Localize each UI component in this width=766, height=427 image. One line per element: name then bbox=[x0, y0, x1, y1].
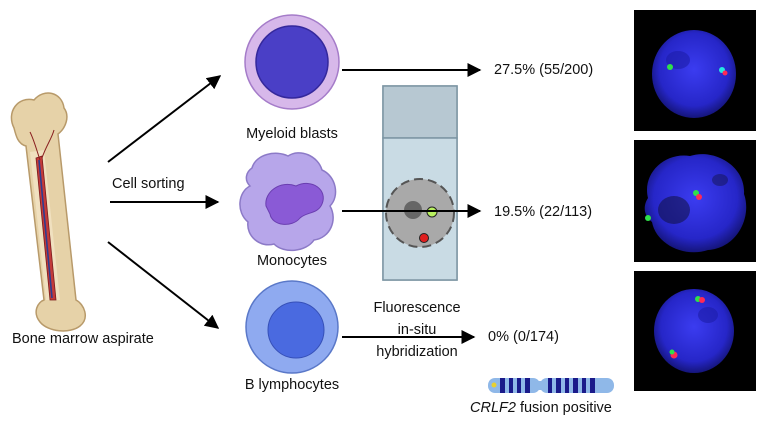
result-monocytes: 19.5% (22/113) bbox=[494, 204, 593, 220]
monocyte-cell bbox=[239, 152, 337, 252]
b-lymphocyte-cell bbox=[245, 280, 339, 374]
fusion-caption: CRLF2 fusion positive bbox=[470, 400, 612, 417]
result-blasts: 27.5% (55/200) bbox=[494, 62, 594, 78]
fusion-gene-name: CRLF2 bbox=[470, 400, 516, 416]
myeloid-blast-cell bbox=[244, 14, 340, 110]
result-b-lymphocytes: 0% (0/174) bbox=[488, 329, 559, 345]
method-label-line3: hybridization bbox=[376, 344, 458, 360]
source-label: Bone marrow aspirate bbox=[12, 331, 154, 347]
method-label-line2: in-situ bbox=[397, 322, 437, 338]
fish-slide bbox=[382, 85, 458, 281]
arrow-to-lymphocytes bbox=[107, 241, 220, 329]
fish-image-b-lymphocytes bbox=[634, 271, 756, 391]
cell-type-label-blasts: Myeloid blasts bbox=[246, 126, 338, 142]
method-label-line1: Fluorescence bbox=[373, 300, 461, 316]
cell-type-label-monocytes: Monocytes bbox=[256, 253, 328, 269]
chromosome-icon bbox=[488, 378, 614, 393]
fusion-caption-suffix: fusion positive bbox=[515, 400, 612, 416]
bone-illustration bbox=[10, 92, 86, 332]
cell-type-label-b-lymphocytes: B lymphocytes bbox=[244, 377, 340, 393]
fish-image-monocytes bbox=[634, 140, 756, 262]
cell-sorting-label: Cell sorting bbox=[112, 176, 185, 192]
fish-image-blasts bbox=[634, 10, 756, 131]
arrow-to-blasts bbox=[107, 75, 222, 163]
